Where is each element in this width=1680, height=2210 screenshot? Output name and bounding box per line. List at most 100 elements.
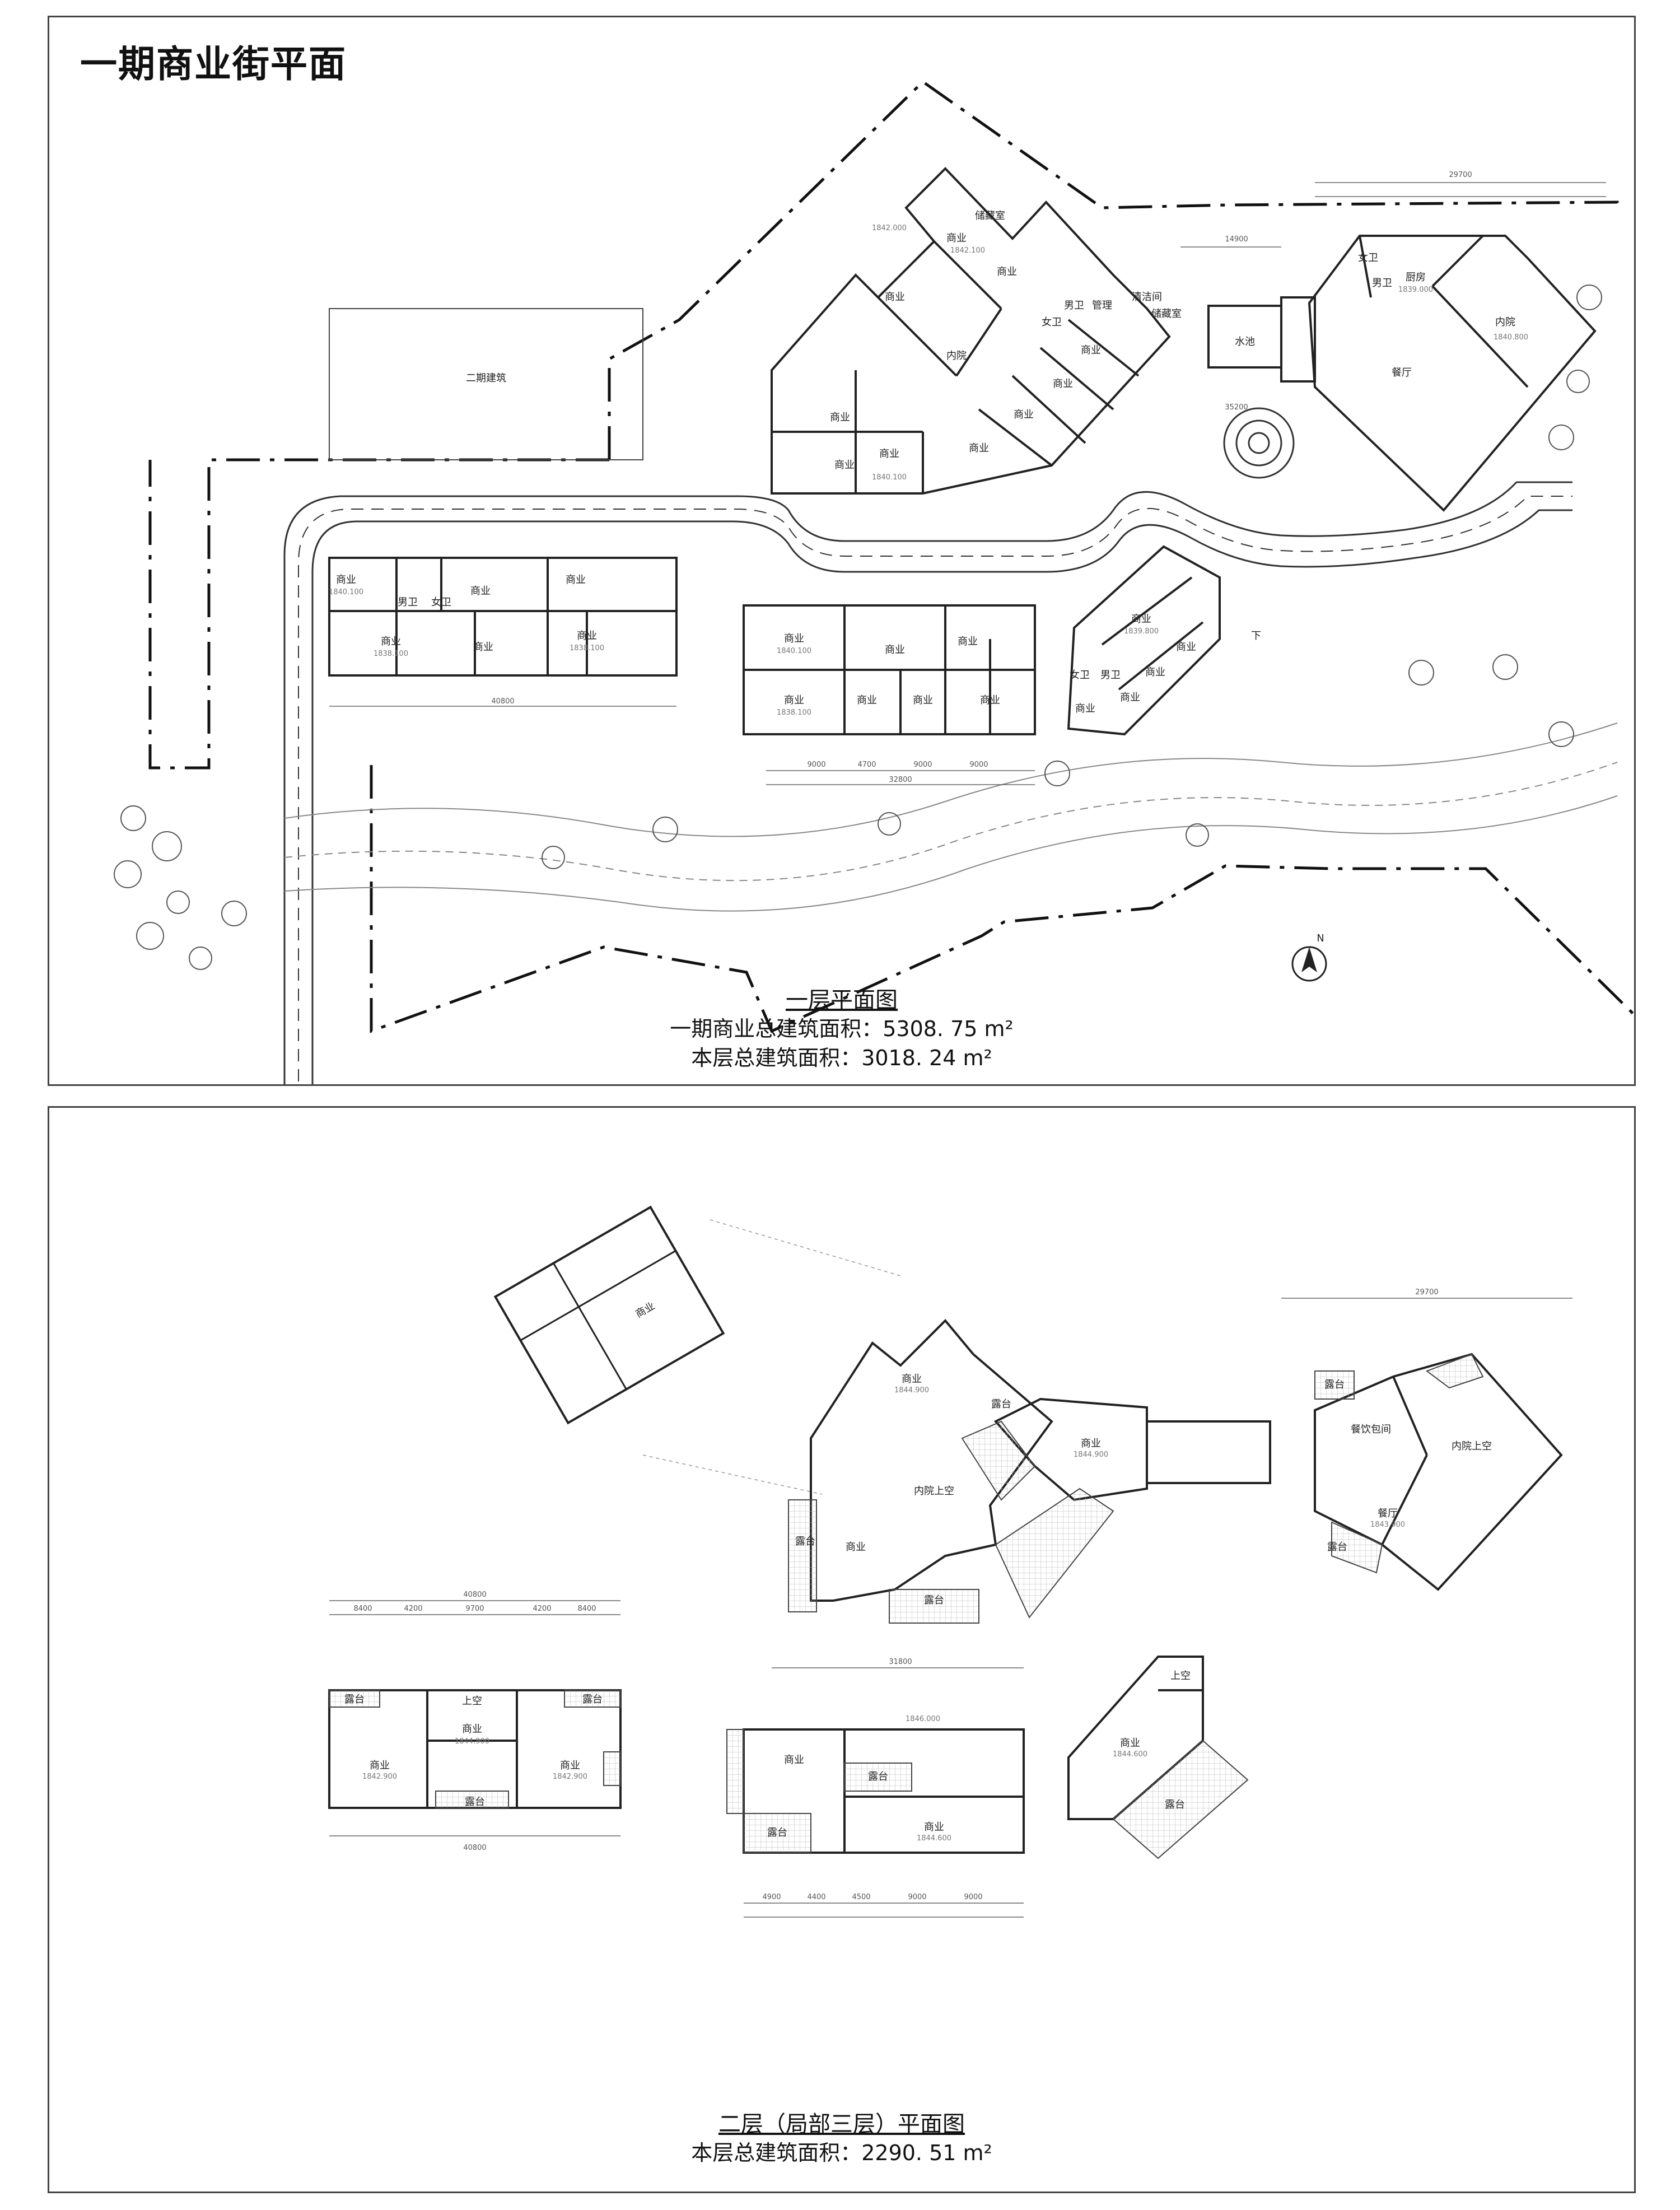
svg-text:商业: 商业 <box>830 412 850 423</box>
svg-text:商业: 商业 <box>1081 1438 1101 1449</box>
ground-floor-caption: 一层平面图 一期商业总建筑面积：5308. 75 m² 本层总建筑面积：3018… <box>562 986 1122 1073</box>
svg-text:1838.100: 1838.100 <box>570 644 604 652</box>
svg-text:商业: 商业 <box>1176 641 1196 653</box>
svg-text:29700: 29700 <box>1415 1288 1438 1297</box>
svg-text:商业: 商业 <box>885 291 905 303</box>
right-diamond-block <box>1067 545 1221 736</box>
svg-text:商业: 商业 <box>924 1821 944 1833</box>
svg-text:商业: 商业 <box>633 1300 657 1320</box>
svg-text:14900: 14900 <box>1225 235 1248 244</box>
svg-text:商业: 商业 <box>1145 666 1165 678</box>
svg-text:商业: 商业 <box>969 442 989 454</box>
svg-text:女卫: 女卫 <box>1358 252 1378 264</box>
svg-text:商业: 商业 <box>577 630 597 642</box>
north-arrow: N <box>1291 933 1327 982</box>
svg-text:商业: 商业 <box>560 1760 580 1771</box>
svg-text:商业: 商业 <box>1075 703 1095 715</box>
svg-text:男卫: 男卫 <box>1372 277 1392 289</box>
svg-text:1844.900: 1844.900 <box>455 1737 489 1746</box>
restaurant-labels: 女卫 男卫 厨房 内院 餐厅 水池 1839.000 1840.800 <box>1235 252 1528 379</box>
svg-text:上空: 上空 <box>1170 1670 1191 1682</box>
floor2-area-line: 本层总建筑面积：2290. 51 m² <box>691 2141 992 2165</box>
svg-text:商业: 商业 <box>1081 344 1101 356</box>
svg-text:餐饮包间: 餐饮包间 <box>1351 1424 1391 1435</box>
svg-text:露台: 露台 <box>767 1827 787 1839</box>
third-floor-block: 商业 <box>493 1205 725 1425</box>
sheet-title: 一期商业街平面 <box>80 43 347 86</box>
svg-text:4200: 4200 <box>404 1605 422 1613</box>
svg-text:商业: 商业 <box>946 232 967 244</box>
svg-text:商业: 商业 <box>784 1754 804 1766</box>
svg-text:1842.000: 1842.000 <box>872 224 907 232</box>
floor1-area-line: 本层总建筑面积：3018. 24 m² <box>691 1046 992 1070</box>
svg-text:商业: 商业 <box>857 694 877 706</box>
svg-text:9000: 9000 <box>807 761 825 769</box>
svg-text:商业: 商业 <box>381 636 401 647</box>
svg-text:商业: 商业 <box>336 574 356 586</box>
svg-text:4500: 4500 <box>852 1893 870 1901</box>
svg-text:8400: 8400 <box>577 1605 596 1613</box>
svg-text:4900: 4900 <box>762 1893 781 1901</box>
upper-left-labels: 商业 商业 商业 商业 商业 储藏室 内院 商业 商业 商业 商业 商业 男卫 … <box>830 210 1182 482</box>
svg-text:露台: 露台 <box>868 1771 888 1783</box>
svg-text:商业: 商业 <box>879 448 899 460</box>
svg-text:露台: 露台 <box>991 1398 1011 1410</box>
svg-text:商业: 商业 <box>784 694 804 706</box>
svg-text:露台: 露台 <box>1324 1379 1345 1391</box>
svg-text:露台: 露台 <box>582 1694 603 1705</box>
left-block-labels: 商业 商业 商业 男卫 女卫 商业 商业 商业 1840.100 1838.10… <box>329 574 604 658</box>
ground-floor-panel: 一期商业街平面 二期建筑 <box>48 16 1636 1086</box>
svg-text:9000: 9000 <box>913 761 932 769</box>
svg-text:32800: 32800 <box>889 776 912 784</box>
svg-text:1840.100: 1840.100 <box>872 473 907 482</box>
svg-text:上空: 上空 <box>462 1695 482 1707</box>
second-floor-title: 二层（局部三层）平面图 <box>718 2111 965 2137</box>
svg-text:29700: 29700 <box>1449 171 1472 179</box>
second-floor-panel: 商业 商业 1844.900 露台 内院上空 商业 1844.900 露台 商业 <box>48 1106 1636 2193</box>
svg-text:1844.600: 1844.600 <box>1113 1750 1147 1759</box>
floor2-right-terrace <box>1112 1740 1249 1859</box>
svg-text:1844.600: 1844.600 <box>917 1834 951 1843</box>
svg-text:商业: 商业 <box>1120 1737 1140 1749</box>
svg-text:1840.100: 1840.100 <box>777 647 811 655</box>
floor2-middle-labels: 商业 露台 露台 商业 1844.600 1846.000 <box>767 1715 951 1843</box>
svg-text:男卫: 男卫 <box>398 596 418 608</box>
svg-text:管理: 管理 <box>1092 300 1112 311</box>
svg-text:内院: 内院 <box>946 350 967 362</box>
phase2-building: 二期建筑 <box>329 308 643 460</box>
svg-text:40800: 40800 <box>491 697 514 706</box>
svg-text:商业: 商业 <box>913 694 933 706</box>
svg-text:1839.800: 1839.800 <box>1124 627 1159 636</box>
svg-text:露台: 露台 <box>1165 1799 1185 1811</box>
svg-text:4700: 4700 <box>857 761 876 769</box>
svg-text:4200: 4200 <box>533 1605 551 1613</box>
site-boundary <box>148 80 1634 1033</box>
dimension-texts: 29700 14900 35200 9000 4700 9000 9000 32… <box>491 171 1472 784</box>
svg-text:1842.900: 1842.900 <box>553 1773 587 1781</box>
svg-text:1840.800: 1840.800 <box>1494 333 1528 342</box>
svg-text:40800: 40800 <box>463 1844 486 1852</box>
svg-text:露台: 露台 <box>465 1796 485 1808</box>
tree-symbols <box>114 285 1602 970</box>
total-area-line: 一期商业总建筑面积：5308. 75 m² <box>670 1017 1014 1041</box>
svg-text:餐厅: 餐厅 <box>1378 1508 1398 1519</box>
svg-text:1838.100: 1838.100 <box>374 650 408 658</box>
svg-text:商业: 商业 <box>902 1373 922 1385</box>
north-label: N <box>1317 933 1324 944</box>
restaurant-block <box>1207 235 1597 512</box>
svg-text:31800: 31800 <box>889 1658 912 1666</box>
second-floor-caption: 二层（局部三层）平面图 本层总建筑面积：2290. 51 m² <box>562 2110 1122 2167</box>
svg-text:商业: 商业 <box>958 636 978 647</box>
svg-text:商业: 商业 <box>997 266 1017 278</box>
svg-text:1840.100: 1840.100 <box>329 588 363 596</box>
svg-text:4400: 4400 <box>807 1893 825 1901</box>
svg-text:商业: 商业 <box>370 1760 390 1771</box>
svg-text:商业: 商业 <box>846 1541 866 1553</box>
svg-text:露台: 露台 <box>344 1694 365 1705</box>
floor2-upper-labels: 商业 1844.900 露台 内院上空 商业 1844.900 露台 商业 露台 <box>795 1373 1108 1606</box>
svg-text:商业: 商业 <box>473 641 493 653</box>
svg-text:1842.900: 1842.900 <box>362 1773 397 1781</box>
svg-text:9000: 9000 <box>964 1893 982 1901</box>
svg-text:商业: 商业 <box>1053 378 1073 390</box>
upper-left-block <box>771 167 1171 495</box>
